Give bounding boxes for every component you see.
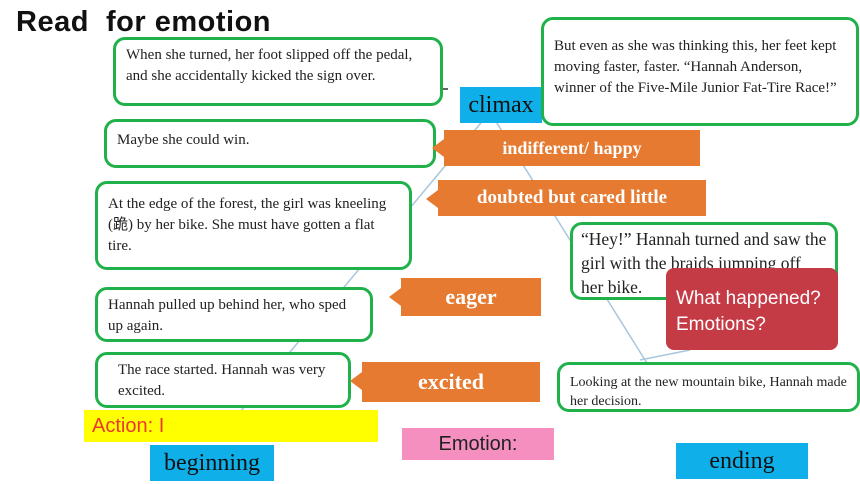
ending-connector-line — [639, 349, 691, 361]
climax-label: climax — [460, 87, 542, 123]
tag-indifferent: indifferent/ happy — [444, 130, 700, 166]
story-box-thinking: But even as she was thinking this, her f… — [541, 17, 859, 126]
emotion-label: Emotion: — [402, 428, 554, 460]
story-box-win: Maybe she could win. — [104, 119, 436, 168]
tag-excited: excited — [362, 362, 540, 402]
ending-label: ending — [676, 443, 808, 479]
tag-notch — [350, 372, 362, 390]
story-box-pedal: When she turned, her foot slipped off th… — [113, 37, 443, 106]
tag-eager: eager — [401, 278, 541, 316]
action-label: Action: I — [84, 410, 378, 442]
tag-notch — [389, 288, 401, 306]
story-box-race: The race started. Hannah was very excite… — [95, 352, 351, 408]
tag-notch — [432, 139, 444, 157]
question-line-1: What happened? — [676, 288, 821, 309]
beginning-label: beginning — [150, 445, 274, 481]
question-line-2: Emotions? — [676, 314, 766, 335]
story-box-pulled: Hannah pulled up behind her, who sped up… — [95, 287, 373, 342]
story-box-looking: Looking at the new mountain bike, Hannah… — [557, 362, 860, 412]
tag-notch — [426, 190, 438, 208]
question-box: What happened? Emotions? — [666, 268, 838, 350]
tag-doubted: doubted but cared little — [438, 180, 706, 216]
story-box-hey: “Hey!” Hannah turned and saw the girl wi… — [570, 222, 838, 300]
story-box-forest: At the edge of the forest, the girl was … — [95, 181, 412, 270]
page-title: Read for emotion — [16, 6, 272, 38]
